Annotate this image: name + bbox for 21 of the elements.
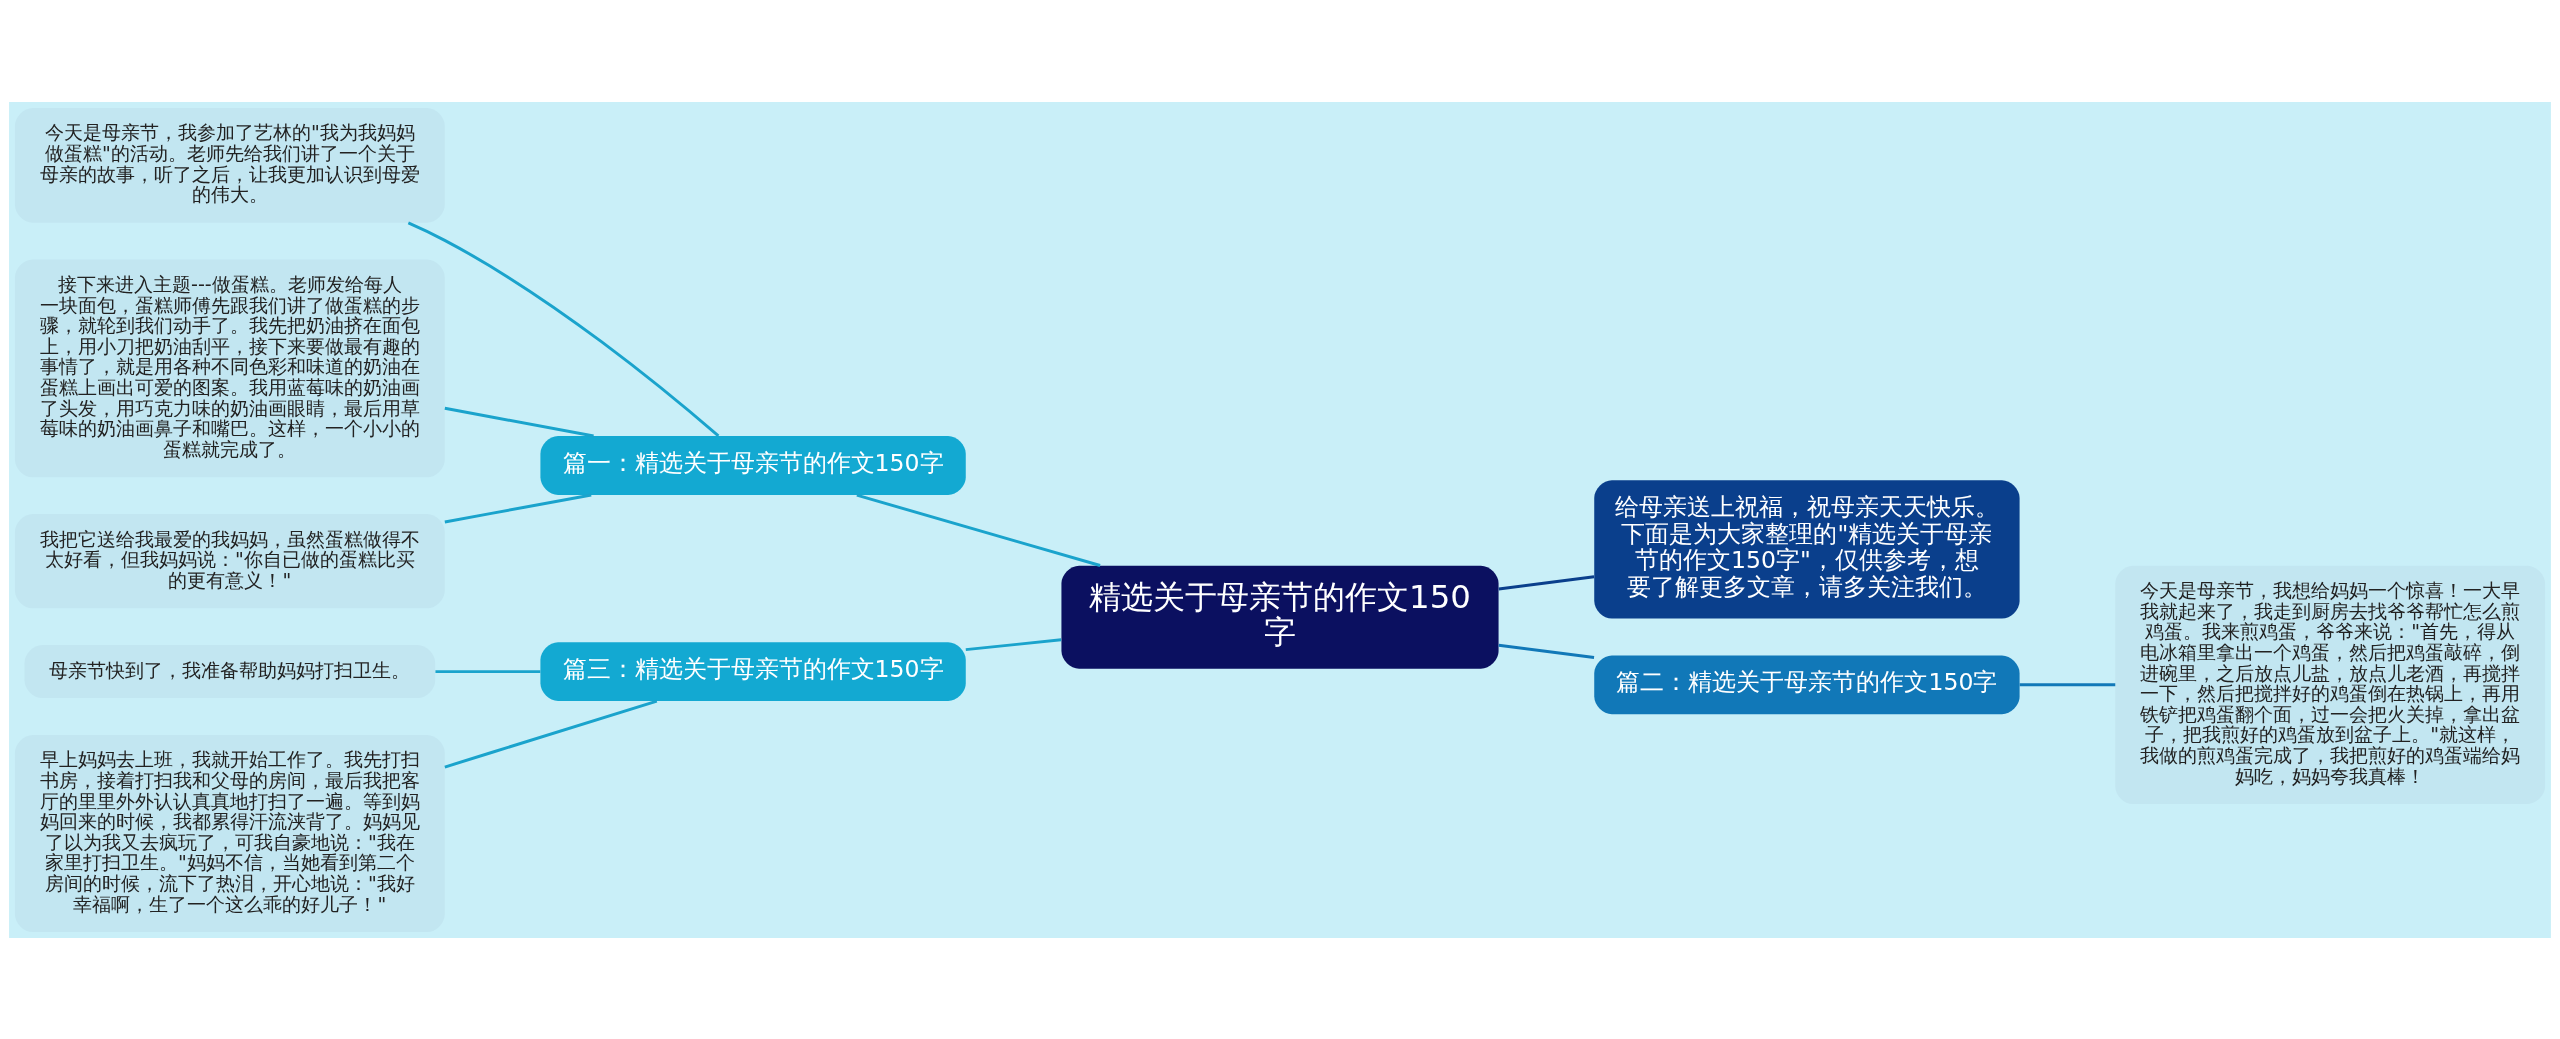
connector bbox=[856, 493, 1101, 567]
connector bbox=[444, 493, 592, 523]
connector bbox=[1498, 574, 1595, 590]
connector bbox=[444, 699, 658, 768]
node-box: 给母亲送上祝福，祝母亲天天快乐。下面是为大家整理的"精选关于母亲节的作文150字"，仅供参考，想要了解更多文章，请多关注我们。 bbox=[1594, 479, 2020, 619]
connector bbox=[407, 221, 720, 437]
node-box: 篇一：精选关于母亲节的作文150字 bbox=[540, 435, 966, 495]
connector bbox=[444, 406, 594, 437]
node-box: 篇三：精选关于母亲节的作文150字 bbox=[540, 641, 966, 701]
connector bbox=[1498, 643, 1595, 659]
connector bbox=[435, 669, 541, 673]
connector bbox=[2019, 682, 2116, 686]
node-box: 今天是母亲节，我想给妈妈一个惊喜！一大早我就起来了，我走到厨房去找爷爷帮忙怎么煎鸡蛋。我来煎鸡蛋，爷爷来说："首先，得从电冰箱里拿出一个鸡蛋，然后把鸡蛋敲碎，倒进碗里，之后放点儿盐，放点儿老酒，再搅拌一下，然后把搅拌好的鸡蛋倒在热锅上，再用铁铲把鸡蛋翻个面，过一会把火关掉，拿出盆子，把我煎好的鸡蛋放到盆子上。"就这样，我做的煎鸡蛋完成了，我把煎好的鸡蛋端给妈妈吃，妈妈夸我真棒！ bbox=[2115, 565, 2546, 804]
node-box: 我把它送给我最爱的我妈妈，虽然蛋糕做得不太好看，但我妈妈说："你自已做的蛋糕比买的更有意义！" bbox=[14, 513, 445, 608]
node-box: 今天是母亲节，我参加了艺林的"我为我妈妈做蛋糕"的活动。老师先给我们讲了一个关于母亲的故事，听了之后，让我更加认识到母爱的伟大。 bbox=[14, 107, 445, 223]
node-box: 母亲节快到了，我准备帮助妈妈打扫卫生。 bbox=[24, 644, 436, 698]
node-box: 篇二：精选关于母亲节的作文150字 bbox=[1594, 654, 2020, 714]
connector bbox=[965, 637, 1062, 651]
node-box: 精选关于母亲节的作文150字 bbox=[1061, 565, 1499, 669]
node-box: 早上妈妈去上班，我就开始工作了。我先打扫书房，接着打扫我和父母的房间，最后我把客厅的里里外外认认真真地打扫了一遍。等到妈妈回来的时候，我都累得汗流浃背了。妈妈见了以为我又去疯玩了，可我自豪地说："我在家里打扫卫生。"妈妈不信，当她看到第二个房间的时候，流下了热泪，开心地说："我好幸福啊，生了一个这么乖的好儿子！" bbox=[14, 734, 445, 932]
node-box: 接下来进入主题---做蛋糕。老师发给每人一块面包，蛋糕师傅先跟我们讲了做蛋糕的步骤，就轮到我们动手了。我先把奶油挤在面包上，用小刀把奶油刮平，接下来要做最有趣的事情了，就是用各种不同色彩和味道的奶油在蛋糕上画出可爱的图案。我用蓝莓味的奶油画了头发，用巧克力味的奶油画眼睛，最后用草莓味的奶油画鼻子和嘴巴。这样，一个小小的蛋糕就完成了。 bbox=[14, 259, 445, 477]
